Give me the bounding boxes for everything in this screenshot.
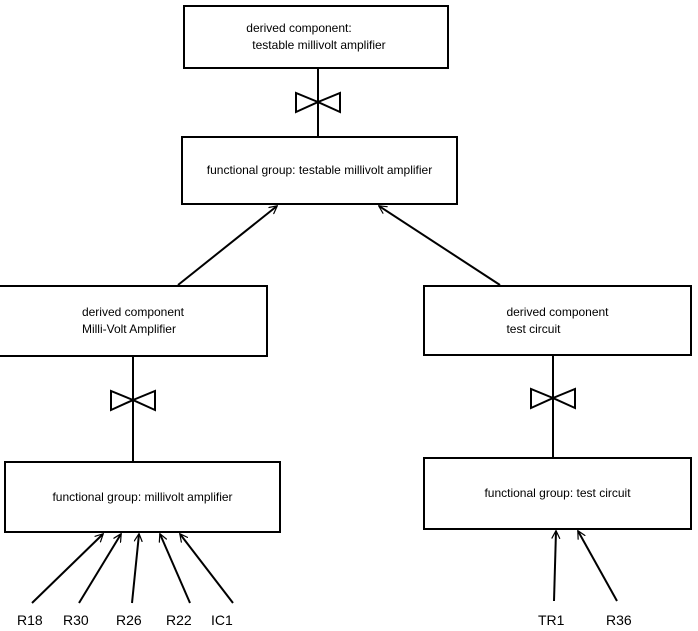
node-label: functional group: testable millivolt amp… [206,163,433,177]
arrow-terminal-TR1 [554,531,556,602]
arrow-terminal-R18 [31,534,103,604]
node-derived-testable-millivolt-amplifier[interactable]: derived component:testable millivolt amp… [183,5,449,69]
bowtie-connector-left-icon [110,389,156,412]
arrow-terminal-IC1 [180,534,234,604]
arrow-milli-volt-amplifier-to-testable [177,206,277,286]
arrow-terminal-R22 [160,534,191,604]
node-fg-test-circuit[interactable]: functional group: test circuit [423,457,692,530]
terminal-label-R22: R22 [166,612,192,628]
node-fg-millivolt-amplifier[interactable]: functional group: millivolt amplifier [4,461,281,533]
terminal-label-R30: R30 [63,612,89,628]
terminal-label-IC1: IC1 [211,612,233,628]
bowtie-connector-top-icon [295,91,341,114]
terminal-label-R36: R36 [606,612,632,628]
node-label: derived component:testable millivolt amp… [246,21,386,52]
terminal-label-TR1: TR1 [538,612,565,628]
arrow-test-circuit-to-testable [379,206,501,286]
arrow-terminal-R26 [131,534,139,604]
node-fg-testable-millivolt-amplifier[interactable]: functional group: testable millivolt amp… [181,136,458,205]
node-label: functional group: millivolt amplifier [52,489,233,504]
terminal-label-R26: R26 [116,612,142,628]
terminal-label-R18: R18 [17,612,43,628]
bowtie-connector-right-icon [530,387,576,410]
arrow-terminal-R30 [78,534,121,604]
arrow-terminal-R36 [577,531,618,602]
node-label: functional group: test circuit [484,486,631,500]
